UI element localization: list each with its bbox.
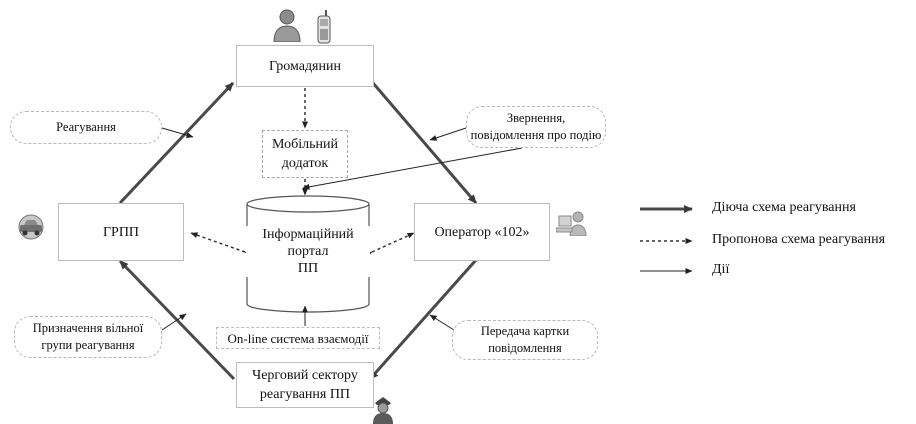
duty-sector-node: Черговий сектору реагування ПП <box>236 362 374 408</box>
action-appeal-line1: Звернення, <box>506 111 566 125</box>
action-assign-group-line1: Призначення вільної <box>32 321 144 335</box>
mobile-app-node: Мобільний додаток <box>262 130 348 178</box>
action-appeal: Звернення, повідомлення про подію <box>466 106 606 148</box>
legend-actions: Дії <box>712 262 730 277</box>
pointer-assign-group <box>161 313 187 331</box>
police-car-icon <box>18 214 44 240</box>
pointer-appeal <box>429 127 467 141</box>
citizen-node: Громадянин <box>236 45 374 87</box>
action-transfer-card-line1: Передача картки <box>480 324 570 338</box>
operator-label: Оператор «102» <box>434 224 530 240</box>
portal-node: Інформаційний портал ПП <box>246 226 370 277</box>
portal-label-line3: ПП <box>297 261 319 276</box>
pointer-reaction <box>161 127 194 139</box>
mobile-app-label-line2: додаток <box>281 156 329 171</box>
action-assign-group-line2: групи реагування <box>41 338 135 352</box>
mobile-phone-icon <box>317 10 331 44</box>
action-reaction-label: Реагування <box>56 120 116 134</box>
edge-citizen-to-operator <box>371 82 478 204</box>
officer-icon <box>373 397 393 424</box>
portal-label-line2: портал <box>287 244 329 259</box>
edge-appeal-to-portal <box>302 147 523 190</box>
action-transfer-card-line2: повідомлення <box>488 341 562 355</box>
operator-desk-icon <box>556 211 587 236</box>
grpp-node: ГРПП <box>58 203 184 261</box>
mobile-app-label-line1: Мобільний <box>272 137 338 152</box>
citizen-label: Громадянин <box>269 58 341 74</box>
legend-proposed-scheme: Пропонова схема реагування <box>712 232 886 247</box>
online-system-label: On-line система взаємодії <box>227 330 369 346</box>
portal-label-line1: Інформаційний <box>262 227 354 242</box>
edge-grpp-to-citizen <box>118 81 235 205</box>
action-reaction: Реагування <box>10 111 162 144</box>
edge-portal-to-grpp <box>190 232 253 257</box>
action-appeal-line2: повідомлення про подію <box>470 128 602 142</box>
action-transfer-card: Передача картки повідомлення <box>452 320 598 360</box>
legend-current-scheme: Діюча схема реагування <box>712 200 856 215</box>
online-system-node: On-line система взаємодії <box>216 327 380 349</box>
edge-operator-to-duty-sector <box>368 259 478 380</box>
person-icon <box>273 9 301 42</box>
duty-sector-label-line2: реагування ПП <box>259 387 351 402</box>
grpp-label: ГРПП <box>102 224 140 240</box>
operator-node: Оператор «102» <box>414 203 550 261</box>
action-assign-group: Призначення вільної групи реагування <box>14 316 162 358</box>
edge-portal-to-operator <box>364 232 415 258</box>
duty-sector-label-line1: Черговий сектору <box>252 368 358 383</box>
